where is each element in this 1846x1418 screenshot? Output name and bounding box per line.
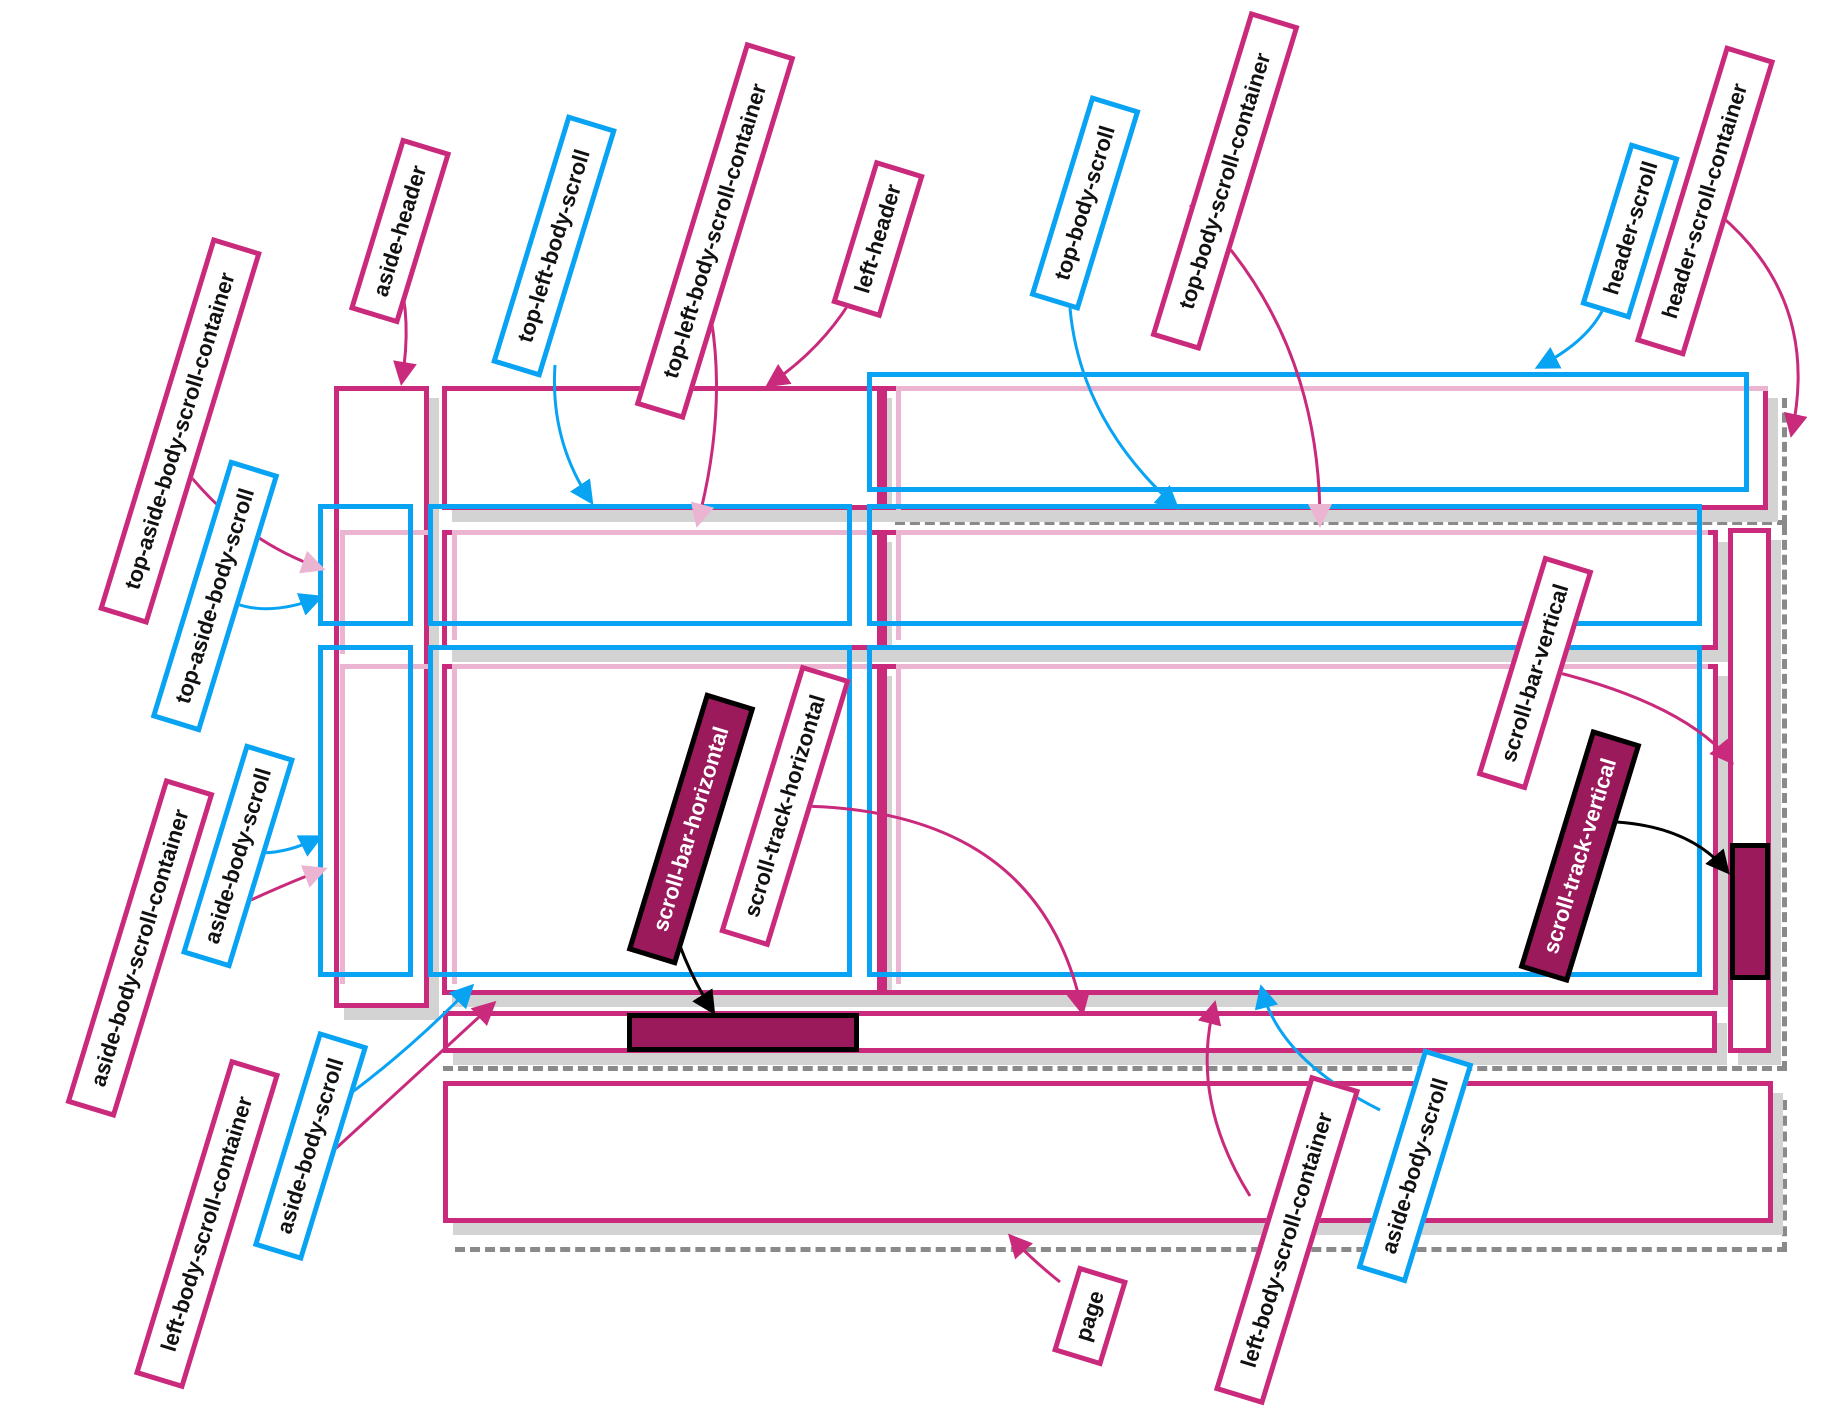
aside-body-scroll-container-box — [340, 664, 429, 984]
label-top-body-scroll-container: top-body-scroll-container — [1150, 10, 1300, 352]
page-dashed-frame — [455, 1100, 1787, 1252]
label-top-body-scroll: top-body-scroll — [1029, 94, 1141, 312]
header-scroll-box — [867, 372, 1749, 492]
page-box — [443, 1081, 1773, 1223]
label-page: page — [1051, 1265, 1129, 1367]
scroll-track-vertical[interactable] — [1728, 528, 1771, 1053]
arrow-header-scroll — [1534, 304, 1607, 369]
label-aside-header: aside-header — [348, 137, 452, 325]
left-body-inner — [452, 664, 872, 984]
label-aside-body-scroll-left: aside-body-scroll — [180, 743, 296, 969]
aside-body-scroll-box — [318, 645, 413, 977]
scroll-bar-vertical[interactable] — [1730, 843, 1770, 980]
label-top-left-body-scroll-container: top-left-body-scroll-container — [634, 41, 796, 421]
scroll-bar-horizontal[interactable] — [627, 1013, 859, 1052]
top-left-inner — [452, 530, 872, 640]
label-aside-body-scroll-bottom-left: aside-body-scroll — [252, 1030, 369, 1262]
label-left-header: left-header — [831, 159, 925, 319]
top-aside-body-scroll-box — [318, 504, 413, 626]
header-scroll-container-inner — [896, 386, 1768, 510]
label-top-left-body-scroll: top-left-body-scroll — [491, 114, 617, 378]
arrow-left-header — [765, 301, 852, 388]
top-body-inner — [896, 530, 1708, 640]
header-dashed-frame — [895, 398, 1787, 525]
body-dashed-frame — [443, 525, 1787, 1071]
top-left-body-scroll-box — [428, 504, 852, 626]
top-aside-body-scroll-container-box — [340, 530, 429, 654]
